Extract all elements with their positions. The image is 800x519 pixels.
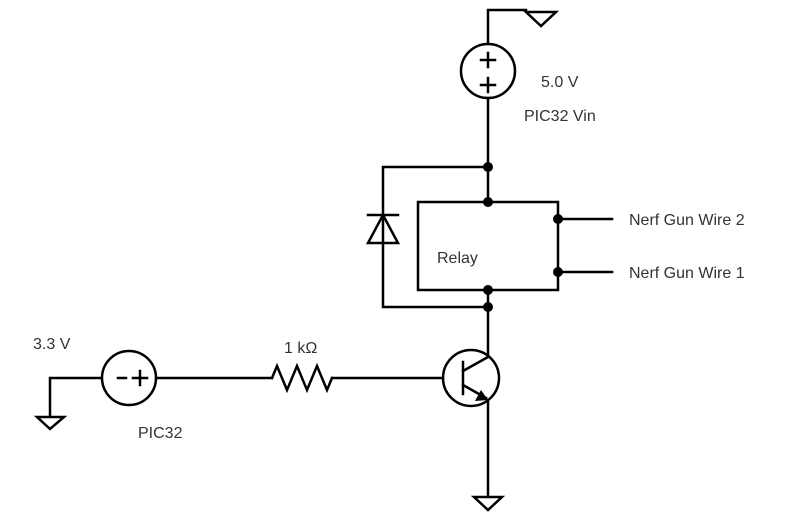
diode-symbol	[365, 212, 401, 245]
vin-voltage-label: 5.0 V	[541, 74, 579, 91]
vin-voltage-source	[459, 42, 517, 100]
flyback-diode-branch	[381, 165, 490, 309]
junction-dot	[483, 285, 493, 295]
relay-label: Relay	[437, 250, 478, 267]
relay-box	[416, 200, 560, 292]
resistor-label: 1 kΩ	[284, 340, 317, 357]
npn-transistor	[441, 348, 501, 408]
top-ground-symbol	[486, 8, 560, 46]
junction-dot	[553, 214, 563, 224]
pic32-voltage-source	[100, 349, 158, 407]
bottom-ground-symbol	[470, 495, 506, 512]
resistor-symbol	[270, 362, 334, 394]
junction-dot	[553, 267, 563, 277]
wire1-label: Nerf Gun Wire 1	[629, 265, 745, 282]
junction-dot	[483, 197, 493, 207]
junction-dot	[483, 162, 493, 172]
vin-name-label: PIC32 Vin	[524, 108, 596, 125]
left-ground-symbol	[33, 376, 103, 431]
pic-voltage-label: 3.3 V	[33, 336, 71, 353]
wire2-label: Nerf Gun Wire 2	[629, 212, 745, 229]
junction-dot	[483, 302, 493, 312]
pic-name-label: PIC32	[138, 425, 183, 442]
